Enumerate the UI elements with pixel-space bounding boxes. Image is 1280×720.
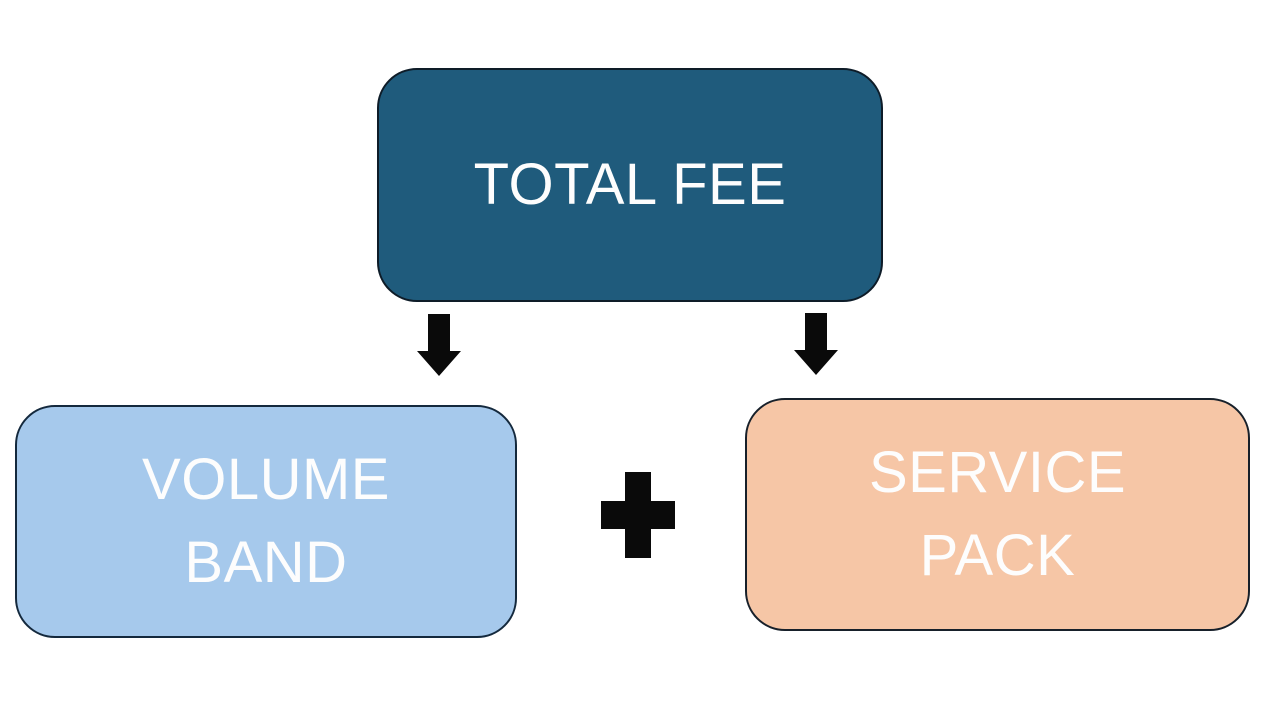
node-service-pack-label-line2: PACK [919, 522, 1076, 588]
node-volume-band-label-line1: VOLUME [142, 447, 390, 513]
down-arrow-icon [417, 314, 461, 381]
down-arrow-shape [794, 313, 838, 375]
node-service-pack-label-line1: SERVICE [868, 440, 1127, 506]
down-arrow-shape [417, 314, 461, 376]
node-service-pack: SERVICE PACK [745, 398, 1250, 631]
node-volume-band: VOLUME BAND [15, 405, 517, 638]
down-arrow-icon [794, 313, 838, 380]
node-volume-band-label-line2: BAND [184, 529, 348, 595]
plus-shape [601, 472, 675, 558]
node-total-fee-label: TOTAL FEE [473, 151, 787, 217]
plus-icon [601, 472, 675, 563]
node-total-fee: TOTAL FEE [377, 68, 883, 302]
